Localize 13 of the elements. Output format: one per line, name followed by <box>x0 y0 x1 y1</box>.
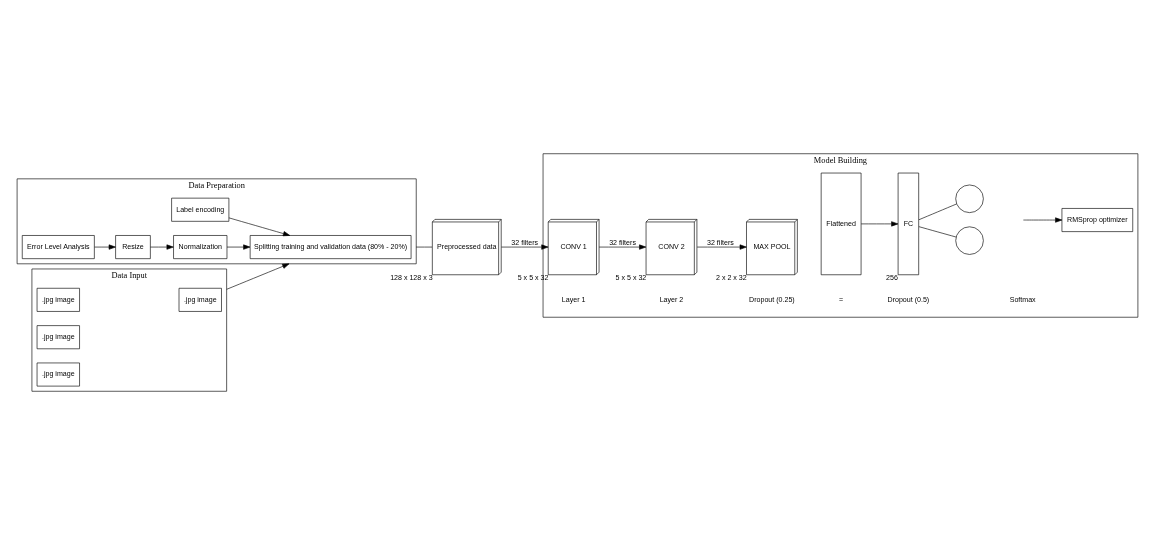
arrow <box>501 244 549 250</box>
arrow <box>598 244 647 250</box>
connector <box>918 203 957 220</box>
arrow <box>696 244 747 250</box>
arrow <box>226 263 290 290</box>
arrow <box>1023 216 1063 223</box>
arrow <box>860 220 899 226</box>
arrow <box>94 244 116 250</box>
arrow <box>228 217 291 236</box>
arrow <box>150 244 174 250</box>
arrow <box>226 244 251 250</box>
node-circle <box>955 184 984 213</box>
node-circle <box>955 225 984 255</box>
